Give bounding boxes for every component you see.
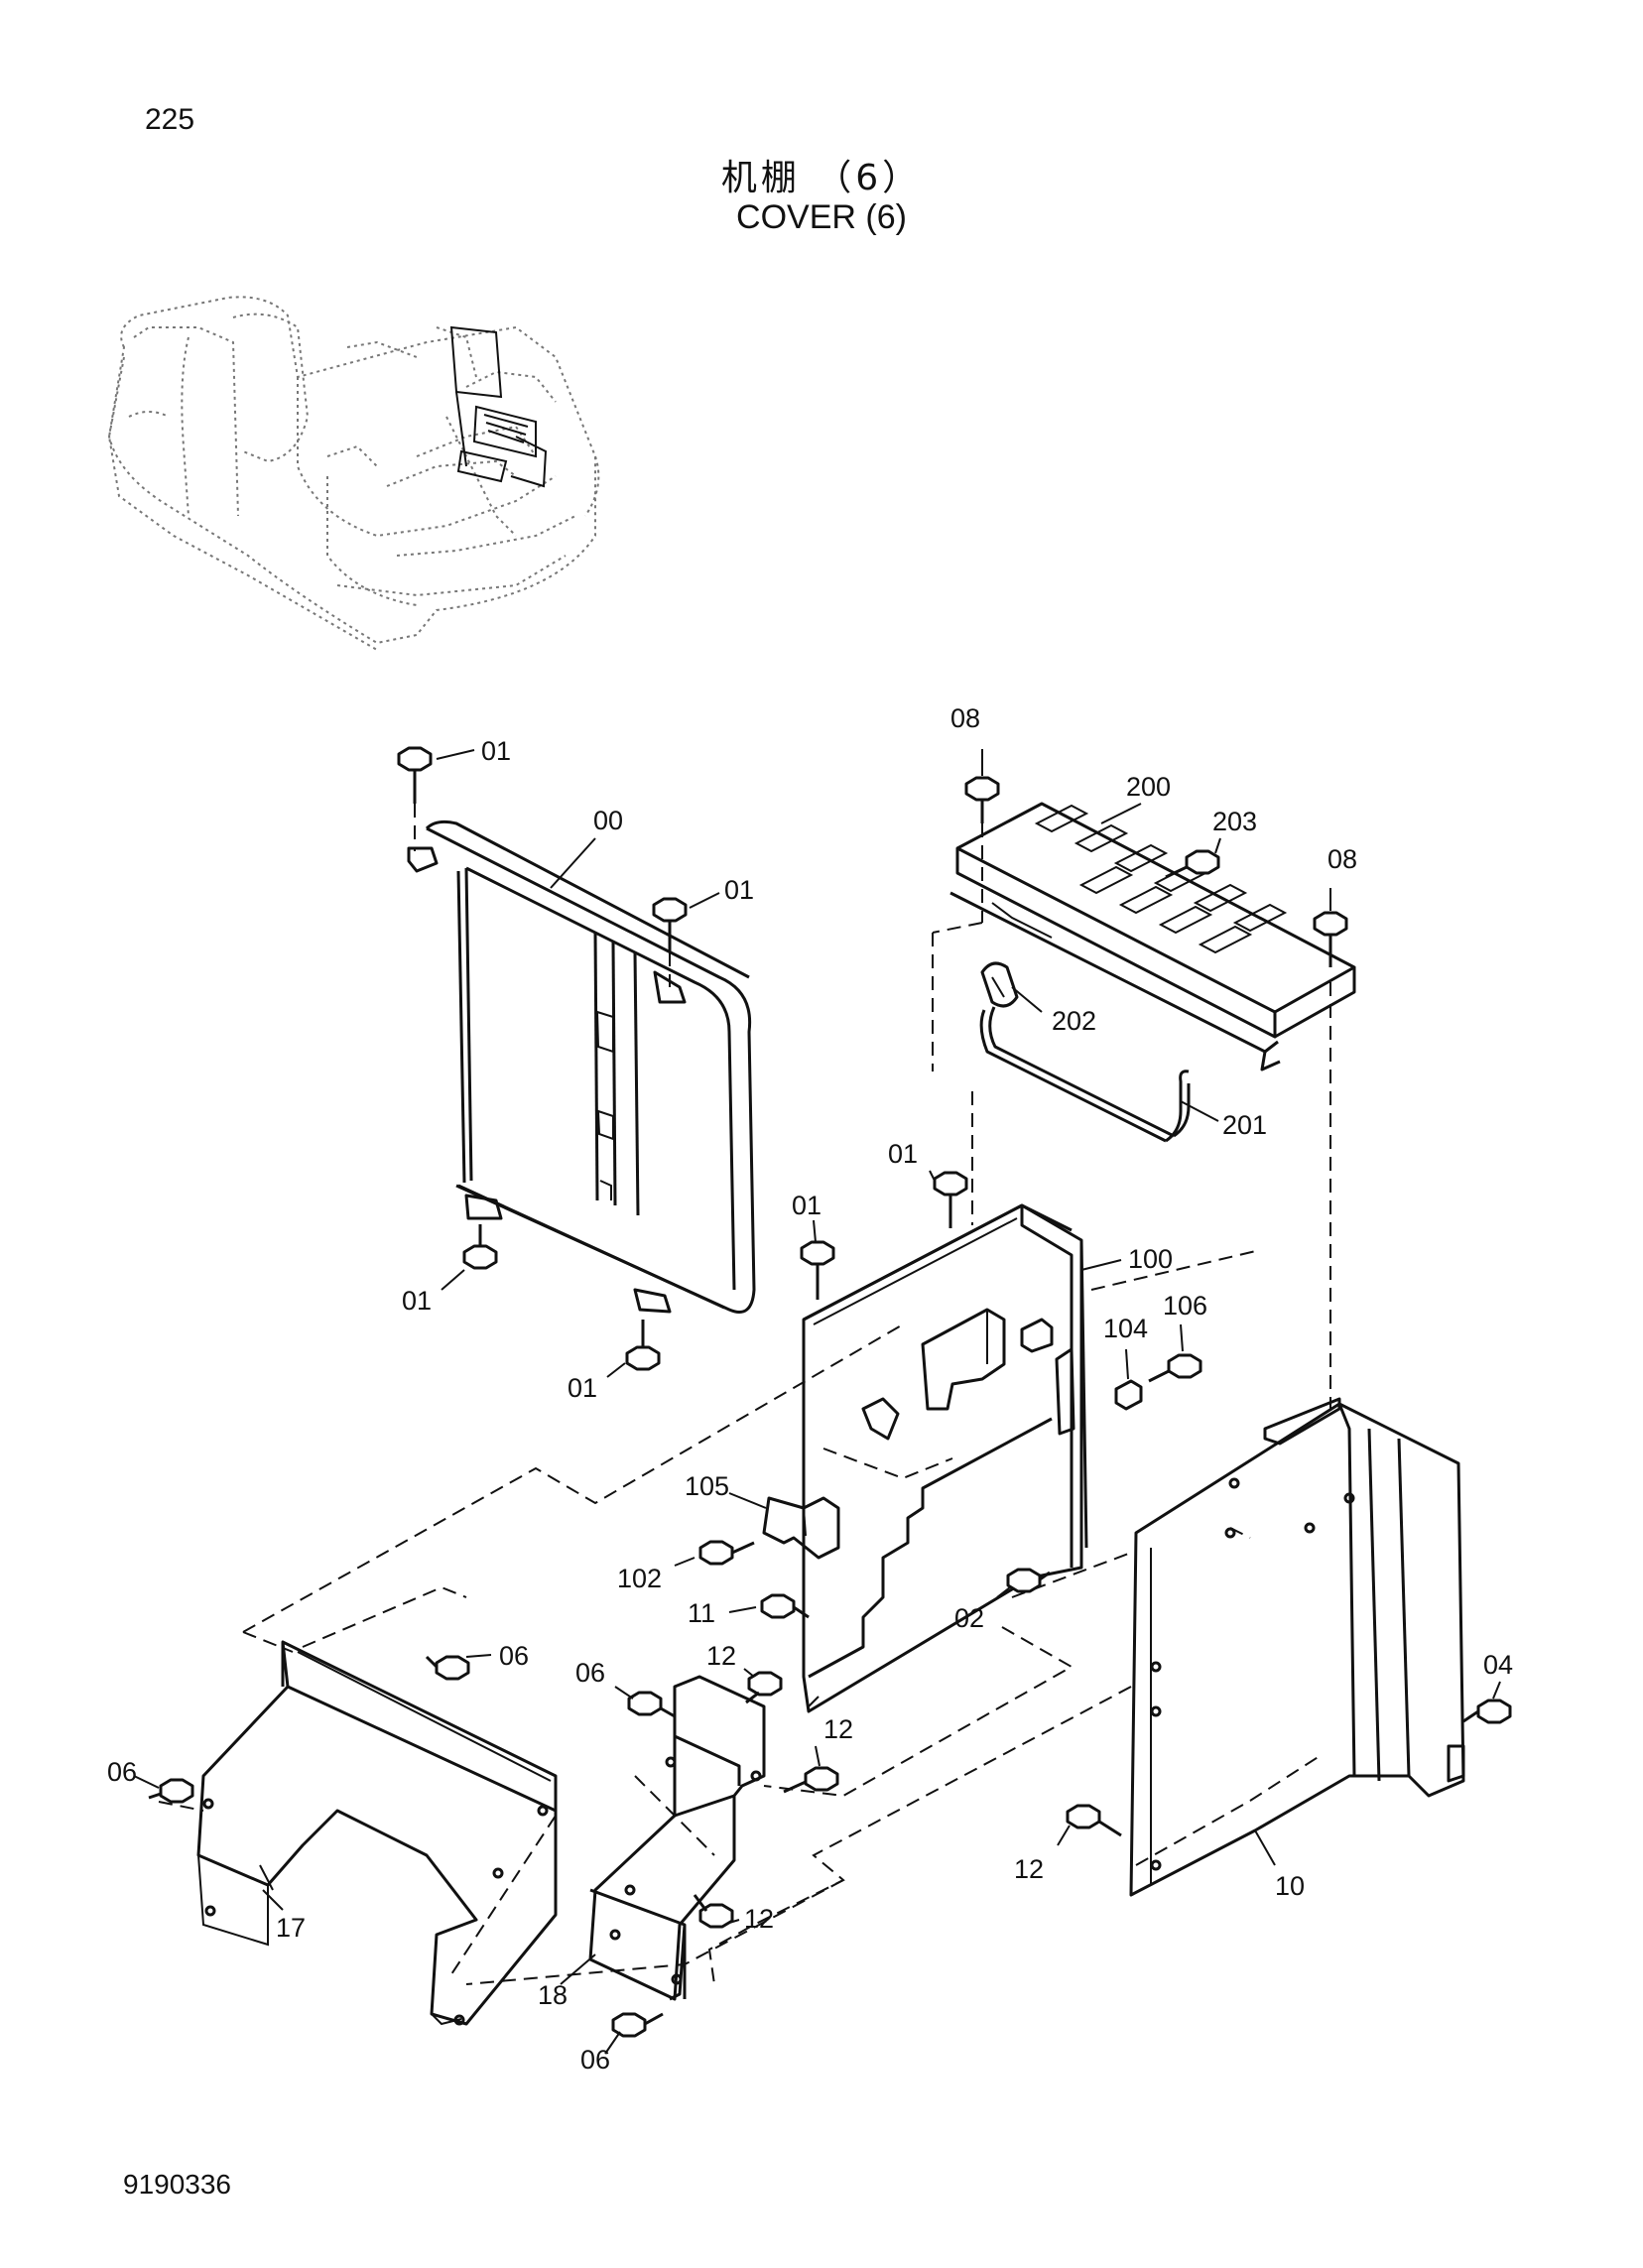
bolt-106	[1148, 1353, 1202, 1383]
bolt-01-top	[397, 746, 433, 851]
bolt-04	[1462, 1699, 1512, 1724]
bolt-12-right	[783, 1766, 839, 1794]
callout-12: 12	[744, 1904, 774, 1934]
side-panel-10	[1129, 1397, 1465, 1897]
bolt-06-mid	[627, 1691, 676, 1718]
bolt-06-upper	[425, 1655, 470, 1681]
bolt-01-panel-left	[800, 1240, 835, 1300]
callout-02: 02	[954, 1603, 984, 1633]
callout-104: 104	[1103, 1314, 1148, 1343]
callout-06: 06	[580, 2045, 610, 2075]
bracket-105	[762, 1496, 840, 1560]
callout-203: 203	[1212, 807, 1257, 836]
callout-01: 01	[402, 1286, 432, 1316]
bolt-12-lower	[693, 1894, 734, 1929]
callout-12: 12	[1014, 1854, 1044, 1884]
bolt-102	[698, 1540, 755, 1566]
bolt-06-bottom	[611, 2012, 664, 2038]
page-number: 225	[145, 103, 195, 136]
title-chinese: 机棚 （6）	[720, 158, 923, 198]
bolt-12-lower-right	[1066, 1804, 1122, 1837]
callout-04: 04	[1483, 1650, 1513, 1680]
bracket-panel-100	[802, 1203, 1088, 1713]
callout-200: 200	[1126, 772, 1171, 802]
cover-panel-00	[407, 819, 756, 1314]
callout-10: 10	[1275, 1871, 1305, 1901]
callout-102: 102	[617, 1564, 662, 1593]
title-english: COVER (6)	[736, 198, 907, 236]
nut-104	[1114, 1379, 1143, 1411]
bracket-17	[196, 1640, 558, 2026]
highlighted-cover-area	[449, 325, 548, 488]
bolt-01-bottom-right	[625, 1320, 661, 1371]
bolt-12-upper	[745, 1671, 783, 1704]
vented-plate-200	[949, 802, 1356, 1071]
callout-08: 08	[950, 703, 980, 733]
bracket-18	[588, 1675, 766, 2001]
callout-01: 01	[724, 875, 754, 905]
rod-201	[979, 1006, 1191, 1143]
callout-06: 06	[107, 1757, 137, 1787]
clip-202	[980, 961, 1019, 1008]
callout-00: 00	[593, 806, 623, 835]
callout-01: 01	[481, 736, 511, 766]
callout-06: 06	[499, 1641, 529, 1671]
callout-01: 01	[792, 1191, 822, 1220]
callout-06: 06	[575, 1658, 605, 1688]
callout-01: 01	[888, 1139, 918, 1169]
assembly-phantom-lines	[158, 1249, 1261, 1985]
bolt-08-right	[1313, 911, 1348, 1409]
document-number: 9190336	[123, 2169, 232, 2200]
callout-12: 12	[706, 1641, 736, 1671]
bolt-01-right	[652, 897, 688, 987]
callout-01: 01	[568, 1373, 597, 1403]
bolt-08-left	[932, 776, 1000, 1225]
callout-11: 11	[688, 1598, 715, 1628]
bolt-11	[760, 1593, 810, 1619]
callout-12: 12	[823, 1714, 853, 1744]
excavator-location-sketch	[107, 296, 600, 651]
bolt-01-bottom-left	[462, 1224, 498, 1270]
callout-105: 105	[685, 1471, 729, 1501]
callout-202: 202	[1052, 1006, 1096, 1036]
leader-lines	[133, 749, 1501, 2055]
screw-203	[1165, 849, 1220, 879]
bolt-02	[1006, 1568, 1051, 1593]
callout-08: 08	[1327, 844, 1357, 874]
callout-18: 18	[538, 1980, 568, 2010]
callout-106: 106	[1163, 1291, 1207, 1321]
bolt-06-left	[148, 1778, 194, 1804]
callout-100: 100	[1128, 1244, 1173, 1274]
bolt-01-panel-top	[933, 1171, 968, 1228]
callout-201: 201	[1222, 1110, 1267, 1140]
callout-17: 17	[276, 1913, 306, 1943]
callout-labels: 01 00 01 01 01 01 01 08 200 203 08 202 2…	[107, 703, 1513, 2075]
